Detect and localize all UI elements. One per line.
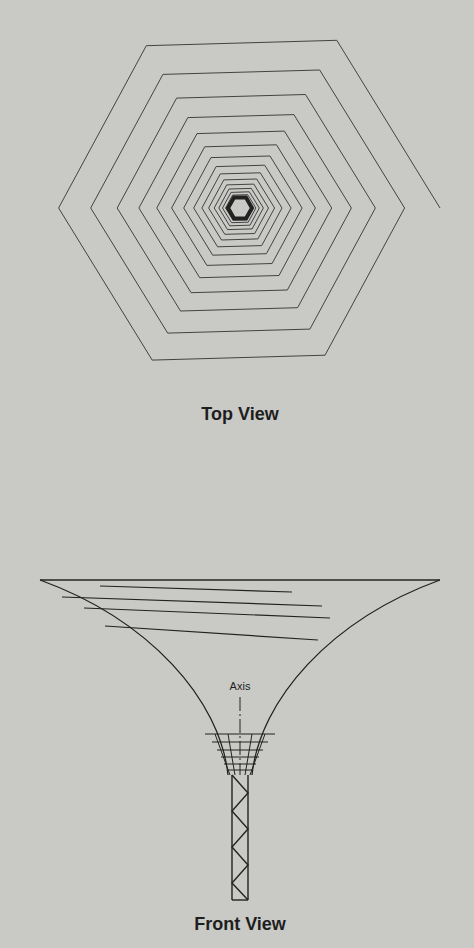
hexagonal-spiral: [59, 40, 440, 360]
axis-label: Axis: [230, 680, 251, 692]
cone-side: [40, 580, 228, 775]
support-tower: [232, 775, 248, 900]
view-caption: Top View: [201, 404, 278, 425]
feed-hexagon: [228, 198, 252, 219]
axis-line: [240, 697, 241, 775]
feed-mesh: [205, 734, 275, 775]
spiral-arm: [59, 40, 440, 360]
conical-wires: [62, 586, 330, 640]
cone-side: [252, 580, 440, 775]
view-caption: Front View: [194, 914, 286, 935]
cone-rim: [40, 579, 440, 580]
